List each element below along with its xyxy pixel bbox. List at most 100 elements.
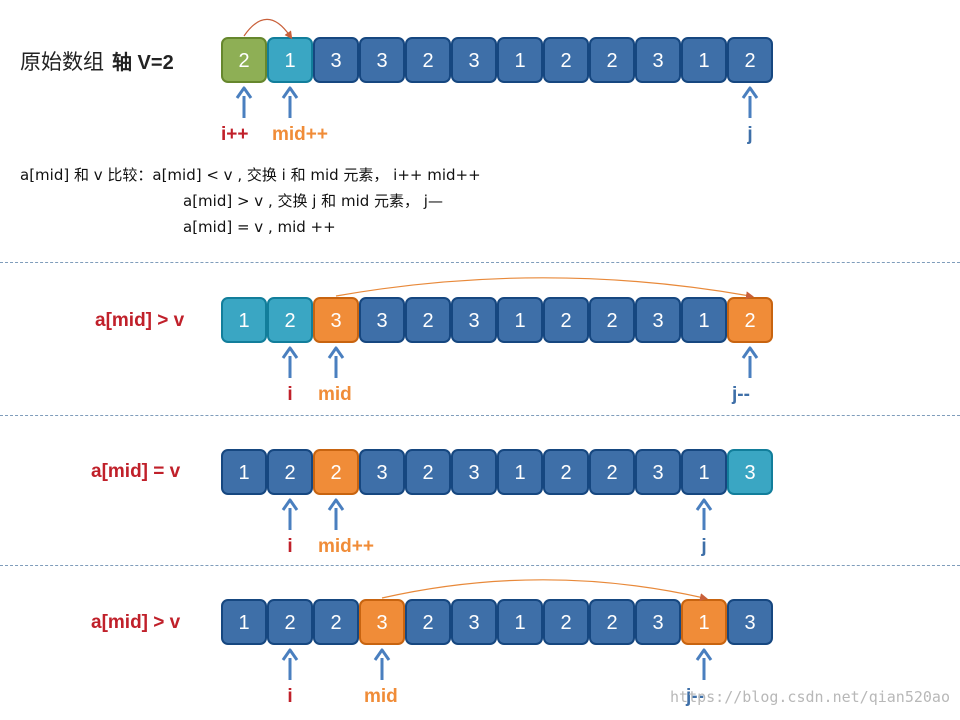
array-cell xyxy=(589,599,635,645)
array-cell xyxy=(497,297,543,343)
watermark: https://blog.csdn.net/qian520ao xyxy=(670,688,950,706)
rule-greater-than: a[mid] > v , 交换 j 和 mid 元素， j— xyxy=(183,192,443,210)
array-cell xyxy=(405,449,451,495)
array-cell xyxy=(267,297,313,343)
pointer-label: mid xyxy=(318,384,352,405)
pointer-arrowhead xyxy=(281,498,299,511)
cell-value: 2 xyxy=(560,50,571,72)
pointer-label: i xyxy=(287,384,292,405)
array-cell xyxy=(589,37,635,83)
title-label: 原始数组 xyxy=(20,50,104,74)
cell-value: 2 xyxy=(606,50,617,72)
rule-less-than: a[mid] 和 v 比较：a[mid] < v , 交换 i 和 mid 元素… xyxy=(20,166,481,184)
array-cell xyxy=(359,297,405,343)
cell-value: 2 xyxy=(422,50,433,72)
cell-value: 3 xyxy=(652,462,663,484)
pointer-label: mid++ xyxy=(272,124,328,145)
array-cell xyxy=(589,449,635,495)
array-cell xyxy=(635,297,681,343)
array-cell xyxy=(635,37,681,83)
cell-value: 2 xyxy=(606,612,617,634)
cell-value: 2 xyxy=(560,462,571,484)
cell-value: 1 xyxy=(238,310,249,332)
cell-value: 1 xyxy=(284,50,295,72)
cell-value: 2 xyxy=(560,310,571,332)
array-cell xyxy=(221,599,267,645)
pointer-label: j-- xyxy=(685,686,704,707)
pointer-arrowhead xyxy=(281,346,299,359)
array-cell xyxy=(589,297,635,343)
section-divider xyxy=(0,565,960,566)
array-cell xyxy=(313,37,359,83)
pointer-arrowhead xyxy=(695,498,713,511)
cell-value: 3 xyxy=(744,462,755,484)
cell-value: 1 xyxy=(698,50,709,72)
cell-value: 3 xyxy=(468,462,479,484)
array-cell xyxy=(635,449,681,495)
cell-value: 3 xyxy=(744,612,755,634)
swap-arc xyxy=(335,277,754,300)
cell-value: 3 xyxy=(468,50,479,72)
array-cell xyxy=(313,599,359,645)
pointer-arrowhead xyxy=(235,86,253,99)
cell-value: 3 xyxy=(652,50,663,72)
array-cell xyxy=(451,599,497,645)
array-cell xyxy=(497,37,543,83)
array-cell xyxy=(543,297,589,343)
cell-value: 1 xyxy=(698,462,709,484)
step-label-2: a[mid] = v xyxy=(91,461,181,482)
pointer-label: j xyxy=(746,124,752,145)
cell-value: 1 xyxy=(514,612,525,634)
pointer-arrowhead xyxy=(281,86,299,99)
array-cell xyxy=(221,449,267,495)
cell-value: 1 xyxy=(514,50,525,72)
swap-arc xyxy=(381,579,708,602)
step-label-1: a[mid] > v xyxy=(95,310,185,331)
pointer-label: i xyxy=(287,536,292,557)
cell-value: 3 xyxy=(652,612,663,634)
array-cell xyxy=(497,599,543,645)
array-cell xyxy=(727,37,773,83)
array-cell xyxy=(681,449,727,495)
pointer-label: j xyxy=(700,536,706,557)
array-cell xyxy=(543,37,589,83)
cell-value: 2 xyxy=(284,462,295,484)
array-cell xyxy=(313,297,359,343)
cell-value: 2 xyxy=(284,310,295,332)
cell-value: 2 xyxy=(330,612,341,634)
comparison-rules: a[mid] 和 v 比较：a[mid] < v , 交换 i 和 mid 元素… xyxy=(20,162,481,240)
cell-value: 1 xyxy=(514,462,525,484)
array-cell xyxy=(359,599,405,645)
array-cell xyxy=(543,449,589,495)
original-array-title: 原始数组轴 V=2 xyxy=(20,46,174,76)
cell-value: 3 xyxy=(330,310,341,332)
cell-value: 2 xyxy=(422,310,433,332)
cell-value: 3 xyxy=(376,50,387,72)
array-cell xyxy=(267,449,313,495)
cell-value: 1 xyxy=(238,462,249,484)
array-cell xyxy=(681,37,727,83)
cell-value: 2 xyxy=(560,612,571,634)
pointer-label: j-- xyxy=(731,384,750,405)
array-cell xyxy=(451,449,497,495)
pointer-arrowhead xyxy=(741,86,759,99)
array-cell xyxy=(451,37,497,83)
cell-value: 2 xyxy=(422,612,433,634)
cell-value: 3 xyxy=(468,612,479,634)
cell-value: 1 xyxy=(698,612,709,634)
cell-value: 2 xyxy=(744,50,755,72)
array-cell xyxy=(405,297,451,343)
array-cell xyxy=(405,37,451,83)
cell-value: 2 xyxy=(284,612,295,634)
pointer-arrowhead xyxy=(327,498,345,511)
cell-value: 2 xyxy=(238,50,249,72)
array-cell xyxy=(405,599,451,645)
cell-value: 2 xyxy=(330,462,341,484)
array-cell xyxy=(543,599,589,645)
array-cell xyxy=(727,599,773,645)
array-cell xyxy=(497,449,543,495)
section-divider xyxy=(0,262,960,263)
array-cell xyxy=(313,449,359,495)
cell-value: 2 xyxy=(606,310,617,332)
